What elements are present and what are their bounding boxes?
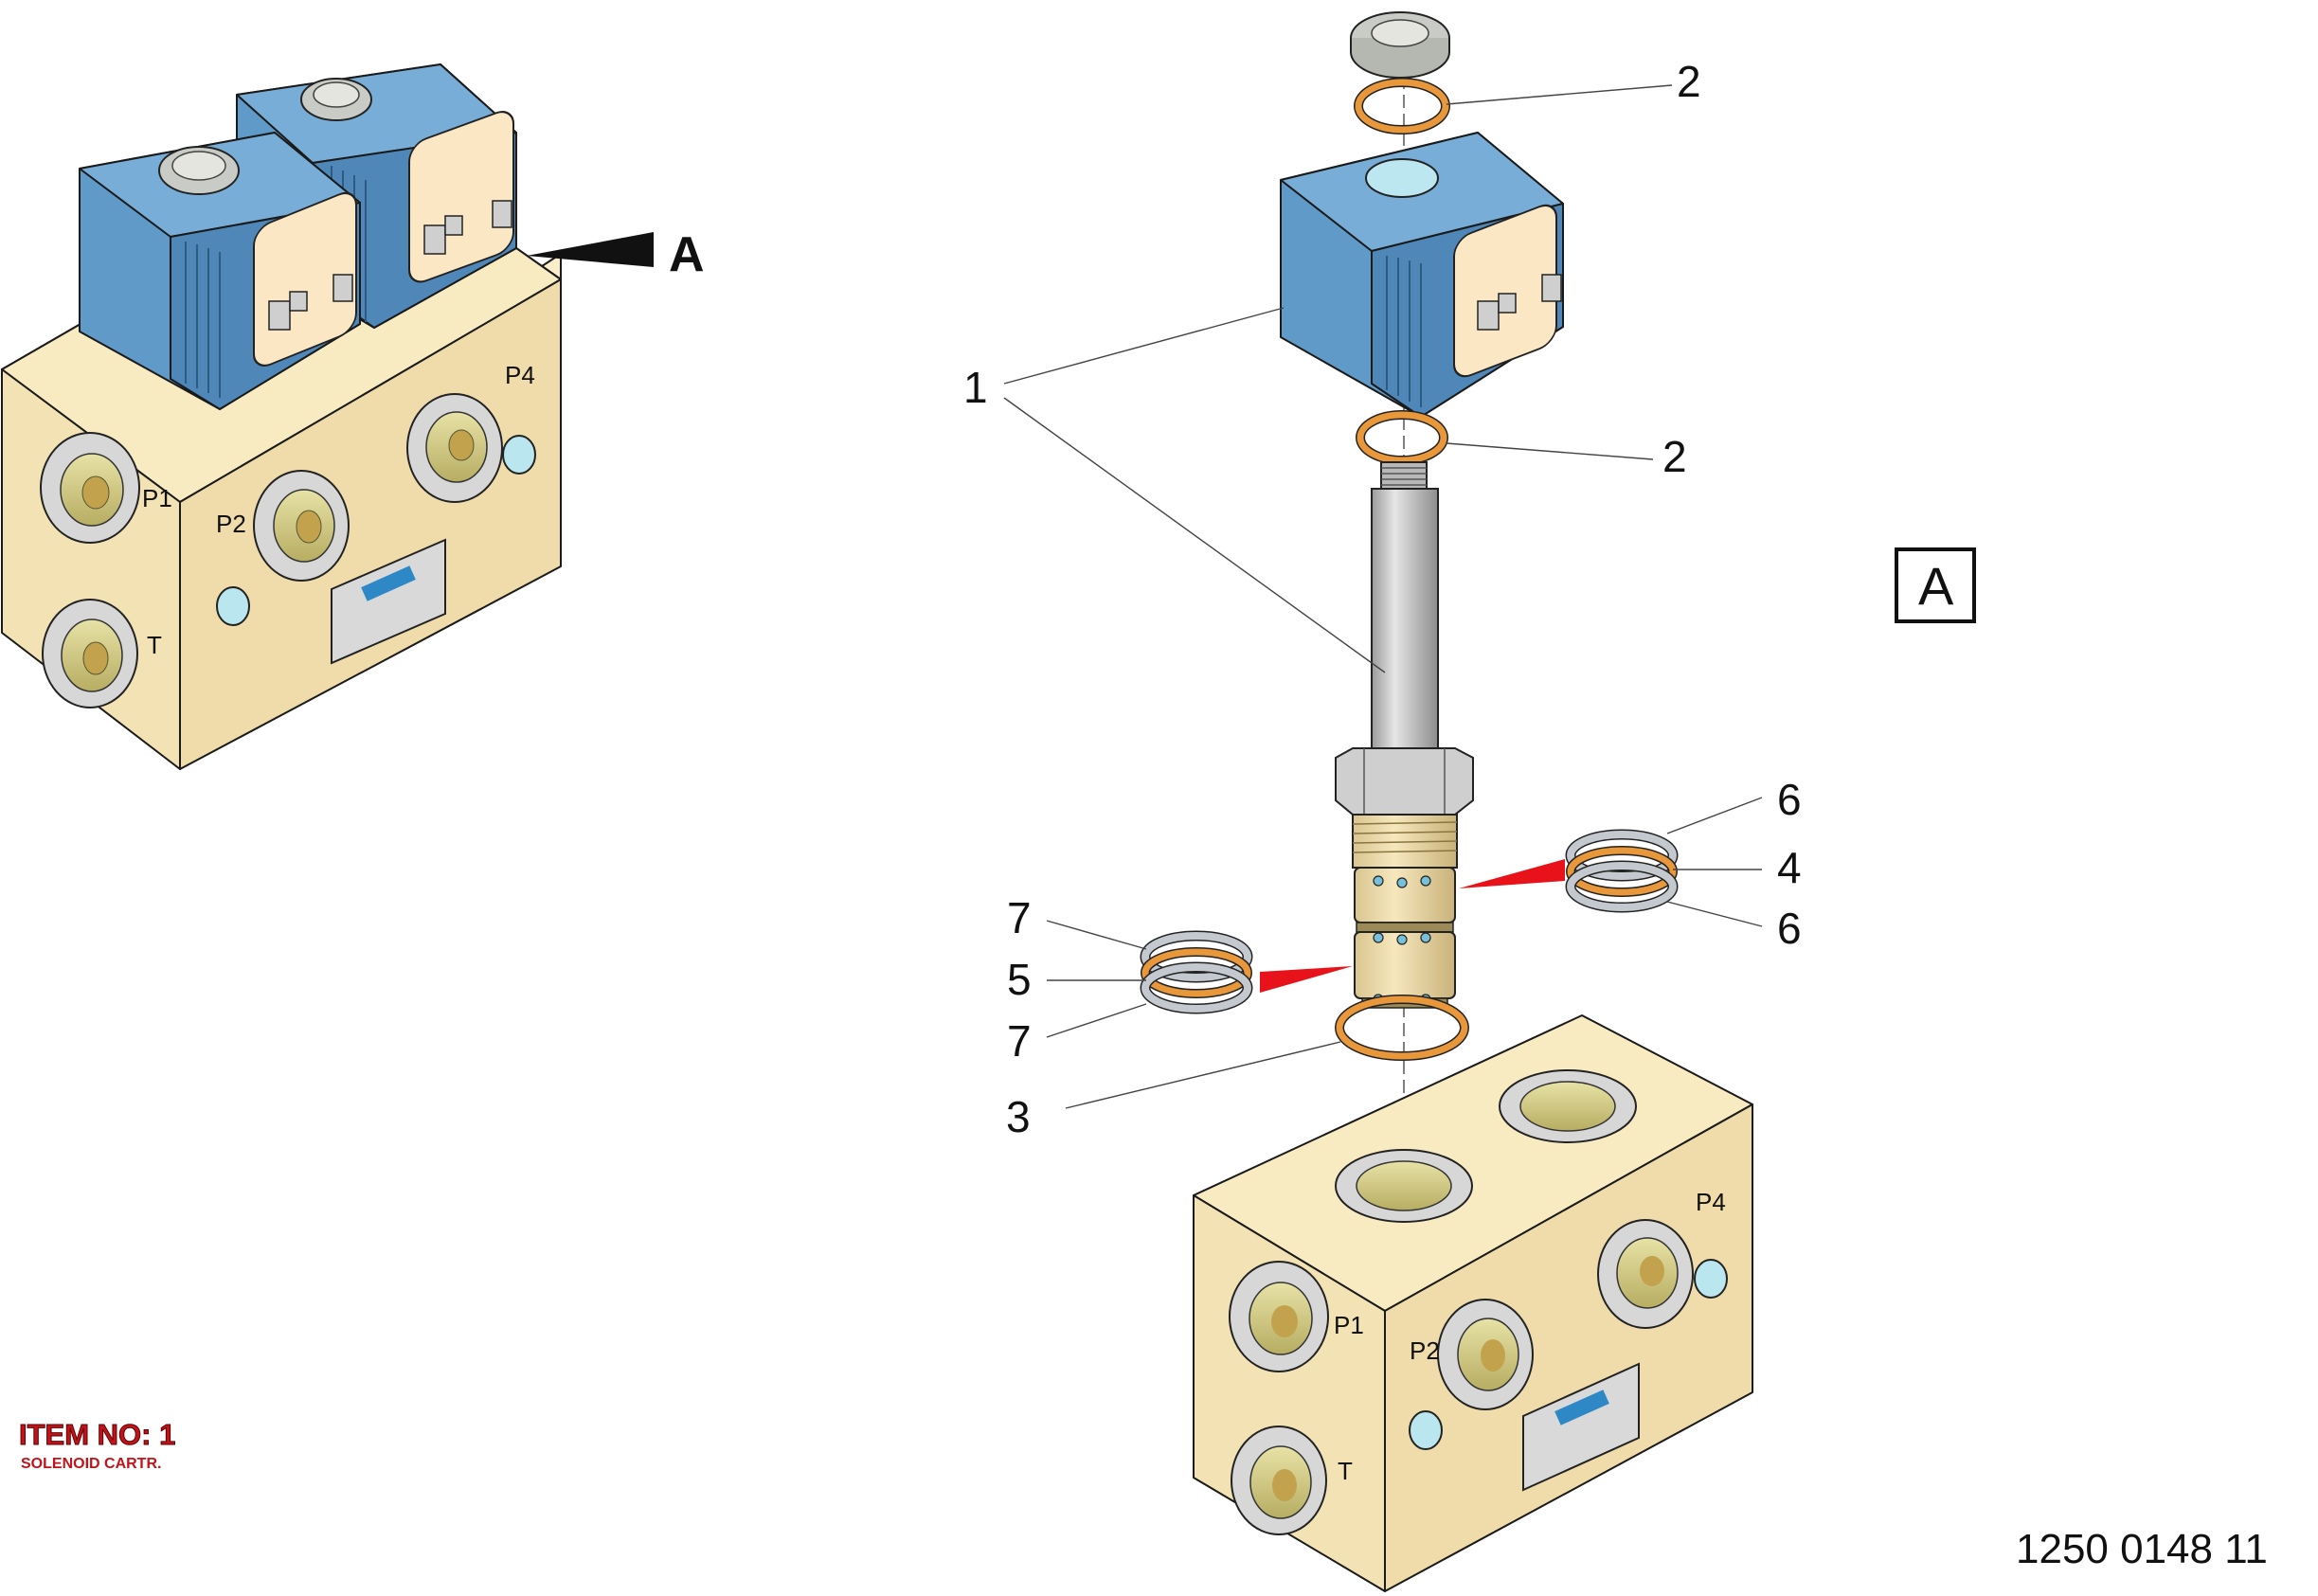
solenoid-coil-exploded	[1280, 132, 1564, 418]
callout-leaders	[1003, 84, 1763, 1109]
callout-3: 3	[1006, 1092, 1031, 1141]
gauge-port-right-2	[1409, 1410, 1443, 1450]
view-label: A	[1918, 556, 1954, 616]
port-label-t-left: T	[147, 631, 162, 659]
port-p4-right	[1597, 1219, 1694, 1329]
view-label-box: A	[1895, 547, 1976, 623]
nameplate-right	[1522, 1362, 1640, 1492]
port-p2-right	[1437, 1299, 1534, 1410]
port-label-p2-left: P2	[216, 510, 246, 538]
callout-6-top: 6	[1777, 775, 1802, 824]
callout-6-bottom: 6	[1777, 904, 1802, 953]
brand-logo-left	[361, 565, 416, 601]
callout-1: 1	[963, 363, 988, 412]
callout-5: 5	[1007, 955, 1032, 1004]
port-label-p1-left: P1	[142, 484, 172, 512]
gauge-port-right-1	[1694, 1259, 1728, 1299]
cartridge-bore	[1335, 1149, 1473, 1223]
view-arrow	[527, 232, 654, 267]
port-p4-left	[406, 393, 503, 503]
seal-ring-2-top	[1354, 78, 1450, 134]
callout-7-top: 7	[1007, 893, 1032, 942]
port-label-p4-right: P4	[1696, 1188, 1726, 1216]
seal-ring-2-bottom	[1356, 410, 1448, 465]
solenoid-cartridge	[1335, 461, 1474, 1009]
top-port-right	[1499, 1069, 1637, 1143]
exploded-view: P1 P2 T P4 2 2 1 3 6 4 6 7 5 7	[963, 11, 1802, 1592]
pointer-red-left	[1260, 966, 1353, 993]
pointer-red-right	[1459, 859, 1565, 888]
port-p2-left	[253, 470, 350, 582]
nameplate-left	[331, 538, 446, 665]
port-t-right	[1231, 1426, 1327, 1535]
port-p1-left	[40, 432, 140, 544]
callout-4: 4	[1777, 843, 1802, 892]
seal-stack-4-6	[1565, 829, 1679, 913]
port-p1-right	[1229, 1261, 1329, 1372]
port-label-p4-left: P4	[505, 361, 535, 389]
callout-7-bottom: 7	[1007, 1016, 1032, 1066]
coil-terminals	[268, 200, 512, 331]
seal-stack-5-7	[1140, 930, 1253, 1014]
port-label-t-right: T	[1338, 1457, 1353, 1485]
document-number: 1250 0148 11	[2016, 1526, 2268, 1572]
item-subtitle: SOLENOID CARTR.	[21, 1456, 161, 1472]
coil-nut	[1350, 11, 1450, 79]
seal-ring-3	[1335, 995, 1469, 1061]
view-arrow-label: A	[669, 227, 705, 282]
gauge-port-left-1	[502, 435, 536, 475]
item-title: ITEM NO: 1	[19, 1418, 175, 1451]
port-label-p1-right: P1	[1334, 1311, 1364, 1339]
assembled-valve: P1 P2 T P4	[1, 63, 705, 770]
solenoid-coil-front	[79, 132, 361, 410]
port-t-left	[42, 599, 138, 708]
gauge-port-left-2	[216, 586, 250, 626]
port-label-p2-right: P2	[1410, 1336, 1440, 1365]
callout-2-bottom: 2	[1662, 432, 1687, 481]
callout-2-top: 2	[1677, 57, 1701, 106]
brand-logo-right	[1554, 1390, 1609, 1426]
